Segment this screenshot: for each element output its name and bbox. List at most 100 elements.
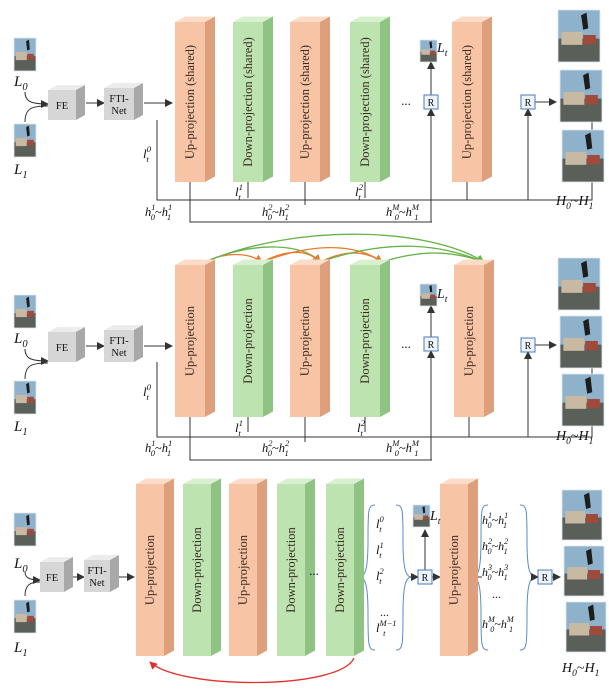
panel1-l0-image-building bbox=[15, 51, 27, 61]
panel2-l0-label: L0 bbox=[13, 331, 28, 350]
panel3-out-0-building bbox=[565, 511, 586, 524]
panel3-block-0-label: Up-projection bbox=[143, 534, 157, 605]
panel3-block-4-label: Down-projection bbox=[333, 527, 347, 613]
panel1-lt-label-text: Lt bbox=[436, 41, 448, 59]
panel3-block-3-side bbox=[305, 478, 315, 656]
panel3-l0-image-person bbox=[26, 514, 30, 526]
panel1-block-1-front bbox=[233, 22, 263, 182]
panel2-fti-box-top bbox=[104, 325, 143, 330]
panel2-block-0 bbox=[175, 259, 215, 417]
panel3-fti-box bbox=[84, 555, 119, 592]
panel3-l0-image-building bbox=[15, 526, 27, 536]
panel2-curve-l0 bbox=[24, 348, 49, 365]
panel2-fti-box-label-1: Net bbox=[111, 348, 126, 359]
panel2-block-2-side bbox=[320, 259, 330, 417]
panel1-l0-image-border bbox=[13, 37, 37, 72]
panel3-block-5-side bbox=[468, 478, 478, 656]
panel2-out-2-building bbox=[565, 395, 587, 409]
panel3-fe-box-top bbox=[40, 557, 73, 562]
panel3-fe-box-front bbox=[40, 562, 64, 592]
panel2-l1-label: L1 bbox=[13, 419, 28, 438]
panel1-l0-label: L0 bbox=[13, 74, 28, 93]
panel2-l0-image-building bbox=[15, 308, 27, 318]
panel3-block-0-front bbox=[136, 484, 164, 656]
panel2-r1: R bbox=[423, 336, 439, 352]
panel1-block-1-top bbox=[233, 16, 273, 22]
panel1-fti-box-label-1: Net bbox=[111, 106, 126, 117]
panel3-fe-box-label-0: FE bbox=[46, 573, 58, 584]
panel2-block-3-top bbox=[350, 259, 390, 265]
panel3-lt-image bbox=[412, 504, 431, 528]
panel3-out-2-roof bbox=[590, 626, 602, 635]
panel3-l1-image-roof bbox=[27, 615, 34, 622]
panel3-red-loop bbox=[149, 657, 355, 684]
panel1-lt-image-roof bbox=[430, 50, 436, 55]
panel3-block-4-side bbox=[354, 478, 364, 656]
panel1-out-2-border bbox=[561, 129, 605, 183]
panel1-lt-image-ground bbox=[420, 52, 437, 62]
panel2-l0-image-person bbox=[26, 296, 30, 308]
panel1-fe-box bbox=[48, 85, 85, 120]
panel3-out-2-person bbox=[588, 604, 595, 621]
panel2-block-1 bbox=[233, 259, 273, 417]
panel1-lt-image bbox=[419, 39, 438, 63]
panel2-block-3-side bbox=[380, 259, 390, 417]
panel3-block-4-top bbox=[326, 478, 364, 484]
panel1-out-1-roof bbox=[585, 94, 598, 105]
panel1-h-bus2 bbox=[189, 182, 432, 223]
panel3-out-2 bbox=[565, 601, 607, 653]
panel3-fti-box-top bbox=[84, 555, 119, 560]
panel1-l0-image bbox=[13, 37, 37, 72]
panel3-curve-l1 bbox=[24, 581, 41, 597]
panel2-green-3 bbox=[319, 245, 485, 264]
panel1-l0-image-roof bbox=[27, 53, 34, 60]
panel2-r1-box bbox=[423, 336, 439, 352]
panel1-l1-image-person bbox=[26, 125, 30, 137]
panel3-block-2-side bbox=[257, 478, 267, 656]
panel2-lt-image-roof bbox=[430, 294, 436, 299]
panel3-block-5-front bbox=[440, 484, 468, 656]
panel2-lt-image-person bbox=[429, 285, 433, 293]
panel1-out-0 bbox=[557, 9, 601, 63]
panel3-block-0-top bbox=[136, 478, 174, 484]
panel2-block-2-label: Up-projection bbox=[298, 305, 312, 376]
panel1-block-4-front bbox=[452, 22, 482, 182]
panel2-block-0-top bbox=[175, 259, 215, 265]
panel3-out-2-border bbox=[565, 601, 607, 653]
panel3-block-2-front bbox=[229, 484, 257, 656]
panel3-out-0-roof bbox=[586, 514, 598, 523]
panel1-curve-l0 bbox=[24, 91, 49, 108]
panel3-block-3-label: Down-projection bbox=[284, 527, 298, 613]
panel2-block-2 bbox=[290, 259, 330, 417]
panel3-out-0 bbox=[561, 489, 603, 541]
panel3-out-0-person bbox=[584, 492, 591, 509]
panel2-block-3 bbox=[350, 259, 390, 417]
panel2-block-3-label: Down-projection bbox=[358, 298, 372, 384]
panel1-fe-box-top bbox=[48, 85, 85, 90]
panel1-out-0-building bbox=[561, 31, 583, 45]
panel3-r1-label: R bbox=[422, 573, 429, 584]
panel3-r1: R bbox=[417, 569, 433, 585]
panel3-l1-image-person bbox=[26, 601, 30, 613]
panel3-brace-l-right bbox=[395, 504, 412, 651]
panel3-block-3-top bbox=[277, 478, 315, 484]
panel1-block-3-side bbox=[380, 16, 390, 182]
panel1-l1-image bbox=[13, 123, 37, 158]
panel2-fe-box bbox=[48, 327, 85, 362]
panel2-out-1 bbox=[559, 315, 603, 369]
